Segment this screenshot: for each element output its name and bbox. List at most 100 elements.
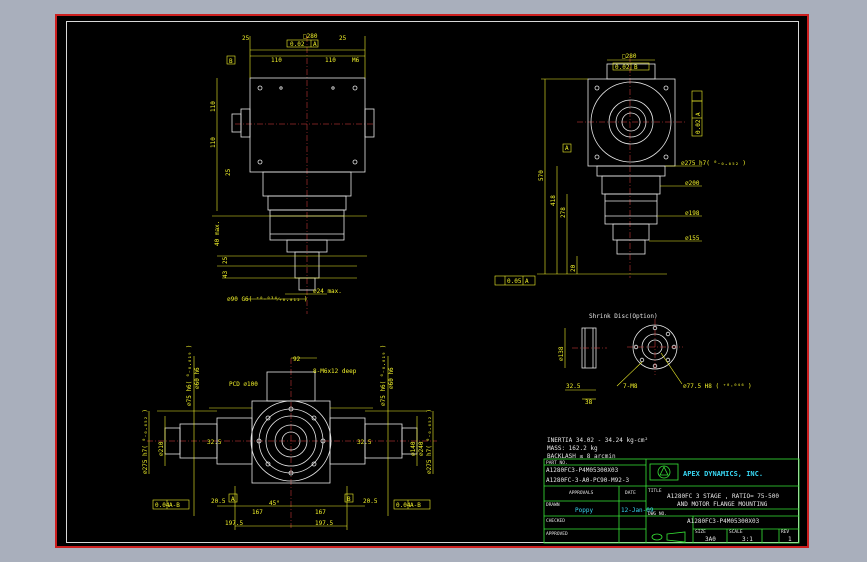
side-perp-value: 0.02 — [695, 119, 702, 134]
front-dim-60-left: ⌀60 h6 — [194, 367, 201, 389]
front-pcd: PCD ⌀100 — [229, 381, 258, 388]
top-dim-40: 40 max. — [214, 221, 221, 246]
top-flatness-value: 0.02 — [290, 41, 305, 48]
shrink-bore: ⌀77.5 H8 ( ⁺⁰⋅⁰⁴⁶ ) — [683, 383, 752, 390]
tb-part-no-label: PART NO. — [546, 460, 568, 466]
side-datum-a: A — [565, 145, 569, 152]
top-dim-110-right: 110 — [325, 57, 336, 64]
front-dim-197-5-left: 197.5 — [225, 520, 243, 527]
tb-title-1: A1280FC 3 STAGE , RATIO= 75-500 — [667, 493, 779, 500]
drawing-frame — [66, 21, 799, 543]
front-view: 92 8-M6x12 deep PCD ⌀100 ⌀75 h6( ⁰₋₀.₀₁₉… — [142, 345, 437, 530]
front-fcf-right-value: 0.04 — [396, 502, 411, 509]
tb-checked-label: CHECKED — [546, 518, 565, 524]
front-dim-75-left: ⌀75 h6( ⁰₋₀.₀₁₉ ) — [186, 345, 193, 406]
tb-drawn-by: Poppy — [575, 507, 593, 514]
side-dim-570: 570 — [538, 170, 545, 181]
side-dim-outer: □280 — [622, 53, 637, 60]
shrink-dim-32-5: 32.5 — [566, 383, 581, 390]
top-dim-25b: 25 — [222, 256, 229, 264]
side-dim-155: ⌀155 — [685, 235, 700, 242]
top-dim-v3: 25 — [225, 168, 232, 176]
front-dim-275-right: ⌀275 h7( ⁰₋₀.₀₅₂ ) — [426, 409, 433, 474]
side-runout-value: 0.05 — [507, 278, 522, 285]
tb-date-label: DATE — [625, 490, 636, 496]
side-dim-20: 20 — [570, 264, 577, 272]
top-dim-outer: □280 — [303, 33, 318, 40]
projection-symbol — [651, 533, 663, 541]
side-dim-418: 418 — [550, 195, 557, 206]
tb-drawn-label: DRAWN — [546, 502, 560, 508]
tb-approvals-label: APPROVALS — [569, 490, 594, 496]
front-tap-note: 8-M6x12 deep — [313, 368, 357, 375]
front-dim-20-5-left: 20.5 — [211, 498, 226, 505]
company-logo — [657, 465, 671, 479]
tb-dwg-no-label: DWG NO. — [648, 511, 667, 517]
front-datum-a: A — [231, 496, 235, 503]
top-hole-note: M6 — [352, 57, 360, 64]
front-dim-140: ⌀140 — [410, 441, 417, 456]
top-dim-43: 43 — [222, 270, 229, 278]
front-dim-32-5-left: 32.5 — [207, 439, 222, 446]
drawing-sheet: □280 0.02 A 25 25 110 110 M6 B 110 110 2… — [55, 14, 809, 548]
front-dim-20-5-right: 20.5 — [363, 498, 378, 505]
top-dim-110-left: 110 — [271, 57, 282, 64]
title-block: PART NO. A1280FC3-P4M05300X03 A1280FC-3-… — [543, 458, 800, 544]
front-dim-60-right: ⌀60 h6 — [388, 367, 395, 389]
front-dim-197-5-right: 197.5 — [315, 520, 333, 527]
tb-scale: 3:1 — [742, 536, 753, 543]
tb-company: APEX DYNAMICS, INC. — [683, 470, 763, 478]
cad-drawing: □280 0.02 A 25 25 110 110 M6 B 110 110 2… — [142, 33, 800, 544]
front-dim-32-5-right: 32.5 — [357, 439, 372, 446]
tb-rev: 1 — [788, 536, 792, 543]
tb-title-label: TITLE — [648, 488, 662, 494]
top-view: □280 0.02 A 25 25 110 110 M6 B 110 110 2… — [210, 33, 375, 314]
projection-cone — [666, 531, 686, 543]
side-flatness-value: 0.02 — [615, 64, 630, 71]
top-dim-90: ⌀90 G6( ⁺⁰⋅⁰³⁴⁄₊₀.₀₁₂ ) — [227, 296, 307, 303]
top-dim-24: ⌀24 max. — [313, 288, 342, 295]
side-perp-datum: A — [695, 112, 702, 116]
top-dim-left: 25 — [242, 35, 250, 42]
tb-dwg-no: A1280FC3-P4M05300X03 — [687, 518, 760, 525]
side-view: □280 0.02 B 0.02 A A 570 418 278 20 ⌀275… — [494, 53, 746, 286]
front-dim-75-right: ⌀75 h6( ⁰₋₀.₀₁₉ ) — [380, 345, 387, 406]
notes: INERTIA 34.02 - 34.24 kg-cm² MASS: 162.2… — [547, 437, 648, 460]
side-dim-198: ⌀198 — [685, 210, 700, 217]
front-dim-167-right: 167 — [315, 509, 326, 516]
tb-title-2: AND MOTOR FLANGE MOUNTING — [677, 501, 768, 508]
front-fcf-right-datum: A-B — [410, 502, 421, 509]
top-dim-v1: 110 — [210, 101, 217, 112]
company-logo-mark — [659, 466, 669, 476]
side-dim-278: 278 — [560, 207, 567, 218]
tb-size: 3A0 — [705, 536, 716, 543]
front-dim-240: ⌀240 — [418, 441, 425, 456]
shrink-dim-138: ⌀138 — [558, 346, 565, 361]
note-backlash: BACKLASH ≤ 8 arcmin — [547, 453, 616, 460]
note-inertia: INERTIA 34.02 - 34.24 kg-cm² — [547, 437, 648, 444]
note-mass: MASS: 162.2 kg — [547, 445, 598, 452]
tb-part-no-1: A1280FC3-P4M05300X03 — [546, 467, 619, 474]
front-fcf-left-datum: A-B — [169, 502, 180, 509]
tb-part-no-2: A1280FC-3-A0-PC90-M92-3 — [546, 477, 629, 484]
side-dim-200: ⌀200 — [685, 180, 700, 187]
top-dim-right: 25 — [339, 35, 347, 42]
tb-scale-label: SCALE — [729, 529, 743, 535]
side-flatness-datum: B — [634, 64, 638, 71]
shrink-holes: 7-M8 — [623, 383, 638, 390]
front-dim-275-left: ⌀275 h7( ⁰₋₀.₀₅₂ ) — [142, 409, 149, 474]
shrink-dim-38: 38 — [585, 399, 593, 406]
side-runout-datum: A — [525, 278, 529, 285]
tb-size-label: SIZE — [695, 529, 706, 535]
shrink-disc-title: Shrink Disc(Option) — [589, 313, 658, 320]
front-dim-210: ⌀210 — [158, 441, 165, 456]
shrink-disc-view: Shrink Disc(Option) ⌀138 32.5 38 7-M8 ⌀7… — [558, 313, 752, 406]
top-flatness-datum: A — [313, 41, 317, 48]
top-datum-b: B — [229, 58, 233, 65]
front-dim-92: 92 — [293, 356, 301, 363]
tb-rev-label: REV — [781, 529, 789, 535]
front-angle: 45° — [269, 500, 280, 507]
top-dim-v2: 110 — [210, 137, 217, 148]
front-dim-167-left: 167 — [252, 509, 263, 516]
front-fcf-left-value: 0.04 — [155, 502, 170, 509]
